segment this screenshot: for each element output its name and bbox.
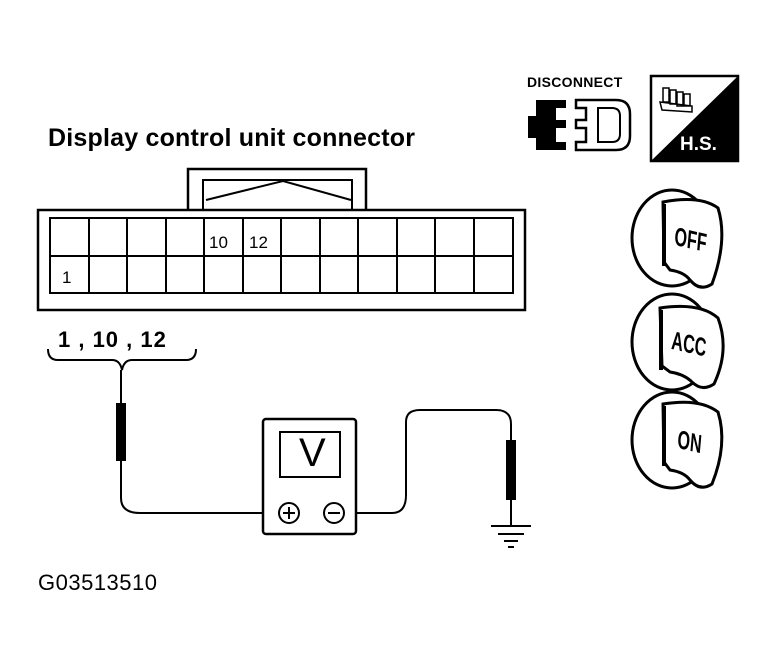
hs-label: H.S. [680,134,717,155]
pin-label-1: 1 [62,268,72,287]
ground-icon [491,525,531,548]
disconnect-icon [528,98,632,152]
hand-icon [659,87,693,113]
ignition-key-acc-icon [630,292,725,392]
ignition-key-on-icon [630,390,724,490]
negative-probe [336,409,516,526]
pin-label-10: 10 [209,233,228,252]
diagram-title: Display control unit connector [48,124,416,152]
disconnect-label: DISCONNECT [527,74,623,90]
hs-icon [649,74,740,163]
pin-label-12: 12 [249,233,268,252]
figure-code: G03513510 [38,570,158,595]
ignition-label-on: ON [676,424,703,460]
positive-probe [116,370,280,514]
connector-grid-lines [88,218,475,293]
voltmeter-unit: V [299,431,326,475]
voltmeter [261,417,358,536]
connector [36,167,527,312]
probe-pins-label: 1 , 10 , 12 [58,327,167,352]
ignition-key-off-icon [630,188,724,289]
